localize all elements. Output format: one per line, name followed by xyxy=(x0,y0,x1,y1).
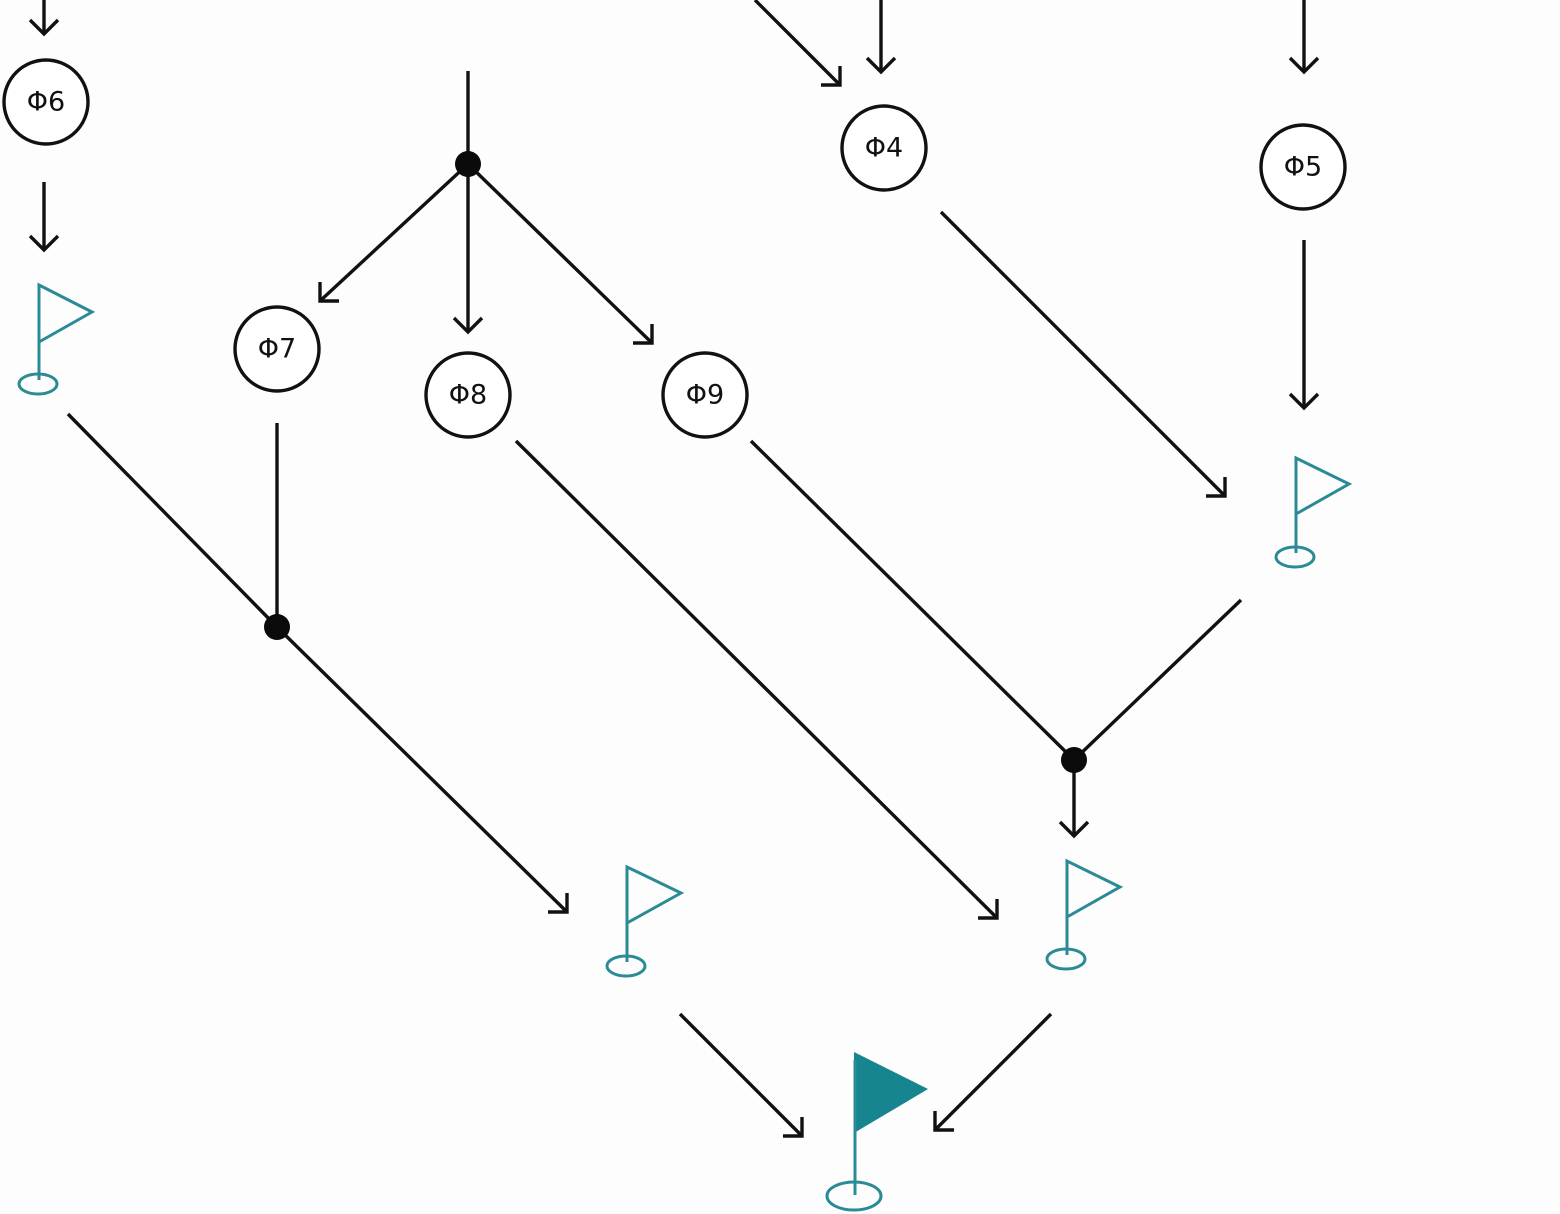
node-phi5-label: Φ5 xyxy=(1284,152,1322,183)
junction-dot-2 xyxy=(264,614,290,640)
flag-pole xyxy=(625,864,685,962)
node-phi9[interactable]: Φ9 xyxy=(661,351,749,439)
edge-phi8-flag-d xyxy=(514,439,999,920)
arrowhead xyxy=(978,899,999,920)
goal-flag-hole xyxy=(825,1180,883,1212)
flag-pole xyxy=(1065,858,1124,955)
junction-dots xyxy=(264,151,1087,773)
phi-nodes: Φ6 Φ4 Φ5 Φ7 Φ8 Φ9 xyxy=(2,58,1347,439)
arrowhead xyxy=(865,56,897,75)
node-phi8[interactable]: Φ8 xyxy=(424,351,512,439)
edge-junction-1-phi7 xyxy=(318,162,470,303)
flag-outline-icon[interactable] xyxy=(605,864,685,978)
arrowhead xyxy=(821,66,842,87)
flag-hole xyxy=(17,372,59,396)
arrowhead xyxy=(1288,392,1320,411)
node-phi4[interactable]: Φ4 xyxy=(840,104,928,192)
edge-junction-1-phi9 xyxy=(466,162,654,345)
node-phi7[interactable]: Φ7 xyxy=(233,305,321,393)
node-phi5[interactable]: Φ5 xyxy=(1259,123,1347,211)
flag-hole xyxy=(1274,545,1316,569)
flag-pole xyxy=(1294,455,1353,553)
node-phi8-circle xyxy=(424,351,512,439)
arrowhead xyxy=(933,1111,954,1132)
arrowhead xyxy=(318,282,339,303)
node-phi7-circle xyxy=(233,305,321,393)
diagram-edges xyxy=(28,0,1320,1138)
edge-junction-2-flag-c xyxy=(275,625,569,914)
edge-flag-b-junction-3 xyxy=(1072,598,1243,762)
flag-outline-icon[interactable] xyxy=(1045,858,1124,971)
arrowhead xyxy=(452,316,484,335)
edge-flag-a-junction-2 xyxy=(66,412,279,629)
arrowhead xyxy=(633,324,654,345)
edge-phi9-junction-3 xyxy=(749,439,1076,762)
arrowhead xyxy=(1206,477,1227,498)
arrowhead xyxy=(783,1117,804,1138)
node-phi8-label: Φ8 xyxy=(449,380,487,411)
node-phi6-label: Φ6 xyxy=(27,87,65,118)
node-phi6[interactable]: Φ6 xyxy=(2,58,90,146)
arrowhead xyxy=(28,234,60,253)
junction-dot-3 xyxy=(1061,747,1087,773)
node-phi9-label: Φ9 xyxy=(686,380,724,411)
flags xyxy=(17,282,1353,1212)
node-phi9-circle xyxy=(661,351,749,439)
node-phi4-circle xyxy=(840,104,928,192)
flag-outline-icon[interactable] xyxy=(17,282,96,396)
arrowhead xyxy=(1058,820,1090,839)
flag-hole xyxy=(1045,947,1087,971)
node-phi4-label: Φ4 xyxy=(865,133,903,164)
arrowhead xyxy=(28,18,60,37)
arrowhead xyxy=(548,893,569,914)
node-phi6-circle xyxy=(2,58,90,146)
flag-pole xyxy=(37,282,96,380)
node-phi7-label: Φ7 xyxy=(258,334,296,365)
arrowhead xyxy=(1288,56,1320,75)
flag-hole xyxy=(605,954,647,978)
node-phi5-circle xyxy=(1259,123,1347,211)
flag-outline-icon[interactable] xyxy=(1274,455,1353,569)
goal-flag-pennant xyxy=(854,1052,928,1133)
edge-phi4-flag-b xyxy=(939,210,1227,498)
edge-top-phi4-diagonal xyxy=(753,0,842,87)
edge-flag-d-flag-goal xyxy=(933,1012,1053,1132)
flag-filled-icon[interactable] xyxy=(825,1052,928,1212)
junction-dot-1 xyxy=(455,151,481,177)
edge-flag-c-flag-goal xyxy=(678,1012,804,1138)
